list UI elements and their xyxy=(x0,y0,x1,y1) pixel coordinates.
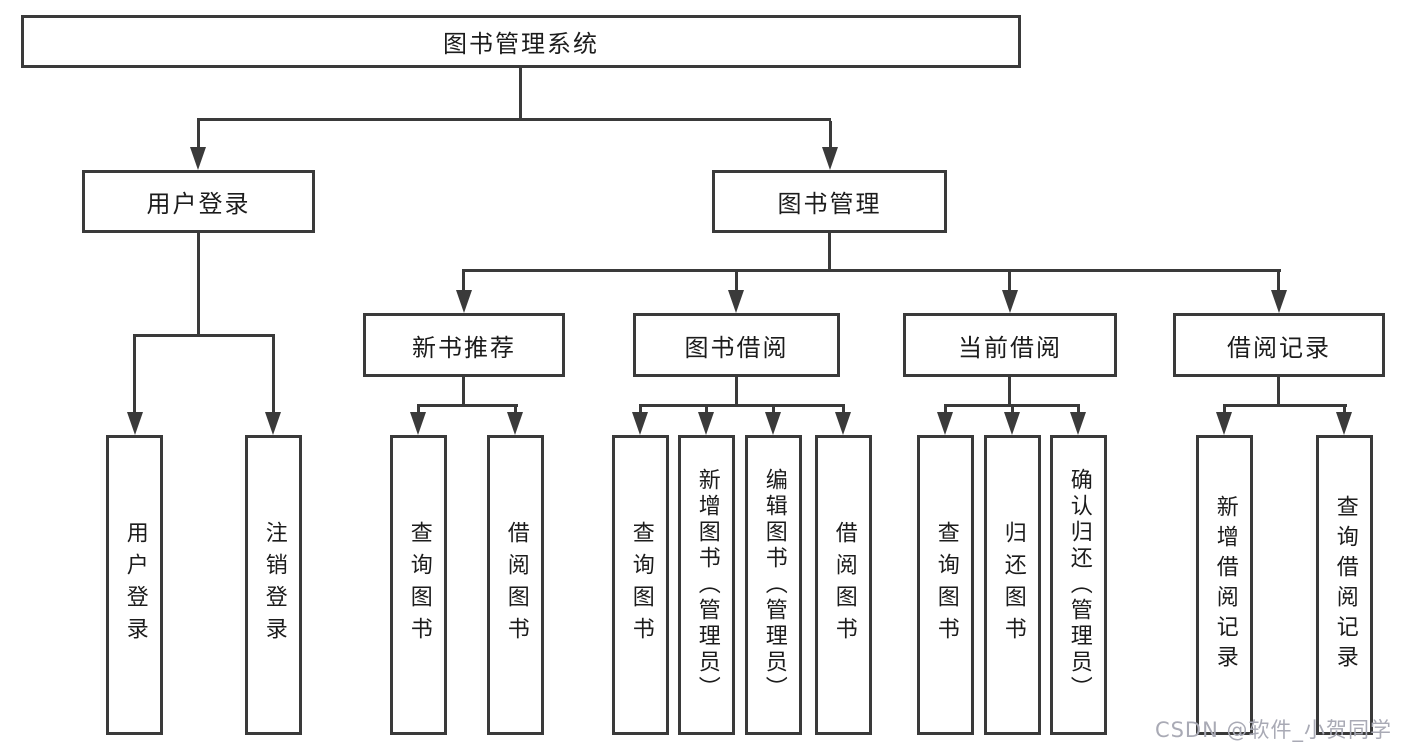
leaf-label: 编辑图书（管理员） xyxy=(761,468,787,702)
connector-vline xyxy=(842,404,845,414)
leaf-query-book-recommend: 查询图书 xyxy=(390,435,447,735)
connector-vline xyxy=(272,337,275,412)
connector-vline xyxy=(1277,272,1280,291)
arrow-down-icon xyxy=(1336,412,1352,435)
connector-vline xyxy=(1077,404,1080,414)
connector-vline xyxy=(417,404,420,414)
arrow-down-icon xyxy=(822,147,838,170)
connector-hline xyxy=(417,404,518,407)
arrow-down-icon xyxy=(456,290,472,313)
leaf-add-book-admin: 新增图书（管理员） xyxy=(678,435,735,735)
arrow-down-icon xyxy=(1004,412,1020,435)
connector-vline xyxy=(197,121,200,148)
leaf-label: 查询图书 xyxy=(628,521,654,649)
leaf-borrow-book: 借阅图书 xyxy=(815,435,872,735)
arrow-down-icon xyxy=(937,412,953,435)
arrow-down-icon xyxy=(127,412,143,435)
arrow-down-icon xyxy=(410,412,426,435)
connector-hline xyxy=(197,118,831,121)
connector-vline xyxy=(462,272,465,291)
arrow-down-icon xyxy=(190,147,206,170)
leaf-query-book-borrowing: 查询图书 xyxy=(612,435,669,735)
connector-vline xyxy=(829,121,832,148)
connector-hline xyxy=(1223,404,1347,407)
leaf-label: 借阅图书 xyxy=(831,521,857,649)
connector-vline xyxy=(828,233,831,272)
connector-vline xyxy=(735,377,738,407)
leaf-label: 新增图书（管理员） xyxy=(694,468,720,702)
connector-vline xyxy=(1008,272,1011,291)
leaf-query-borrow-record: 查询借阅记录 xyxy=(1316,435,1373,735)
arrow-down-icon xyxy=(1271,290,1287,313)
node-user-login: 用户登录 xyxy=(82,170,315,233)
connector-vline xyxy=(133,337,136,412)
leaf-label: 确认归还（管理员） xyxy=(1066,468,1092,702)
leaf-label: 注销登录 xyxy=(261,521,287,649)
arrow-down-icon xyxy=(698,412,714,435)
connector-hline xyxy=(462,269,1281,272)
arrow-down-icon xyxy=(1002,290,1018,313)
connector-vline xyxy=(514,404,517,414)
node-book-borrowing: 图书借阅 xyxy=(633,313,840,377)
leaf-edit-book-admin: 编辑图书（管理员） xyxy=(745,435,802,735)
node-root-system: 图书管理系统 xyxy=(21,15,1021,68)
leaf-label: 借阅图书 xyxy=(503,521,529,649)
leaf-query-book-current: 查询图书 xyxy=(917,435,974,735)
leaf-label: 新增借阅记录 xyxy=(1212,495,1238,675)
connector-vline xyxy=(735,272,738,291)
connector-vline xyxy=(1008,377,1011,407)
connector-vline xyxy=(639,404,642,414)
connector-vline xyxy=(772,404,775,414)
leaf-label: 查询借阅记录 xyxy=(1332,495,1358,675)
arrow-down-icon xyxy=(728,290,744,313)
arrow-down-icon xyxy=(507,412,523,435)
connector-vline xyxy=(462,377,465,407)
node-borrow-records: 借阅记录 xyxy=(1173,313,1385,377)
connector-vline xyxy=(944,404,947,414)
arrow-down-icon xyxy=(765,412,781,435)
arrow-down-icon xyxy=(835,412,851,435)
leaf-confirm-return-admin: 确认归还（管理员） xyxy=(1050,435,1107,735)
leaf-label: 查询图书 xyxy=(933,521,959,649)
arrow-down-icon xyxy=(1216,412,1232,435)
connector-vline xyxy=(1343,404,1346,414)
connector-hline xyxy=(133,334,275,337)
leaf-return-book: 归还图书 xyxy=(984,435,1041,735)
arrow-down-icon xyxy=(632,412,648,435)
leaf-label: 查询图书 xyxy=(406,521,432,649)
csdn-watermark: CSDN @软件_小贺同学 xyxy=(1154,718,1392,742)
leaf-logout: 注销登录 xyxy=(245,435,302,735)
connector-vline xyxy=(705,404,708,414)
leaf-user-login: 用户登录 xyxy=(106,435,163,735)
node-current-borrowing: 当前借阅 xyxy=(903,313,1117,377)
connector-vline xyxy=(1223,404,1226,414)
leaf-add-borrow-record: 新增借阅记录 xyxy=(1196,435,1253,735)
arrow-down-icon xyxy=(265,412,281,435)
leaf-label: 用户登录 xyxy=(122,521,148,649)
connector-vline xyxy=(1277,377,1280,407)
leaf-borrow-book-recommend: 借阅图书 xyxy=(487,435,544,735)
node-book-management: 图书管理 xyxy=(712,170,947,233)
connector-hline xyxy=(639,404,845,407)
connector-vline xyxy=(519,68,522,121)
node-new-book-recommend: 新书推荐 xyxy=(363,313,565,377)
leaf-label: 归还图书 xyxy=(1000,521,1026,649)
connector-vline xyxy=(197,233,200,337)
connector-vline xyxy=(1011,404,1014,414)
arrow-down-icon xyxy=(1070,412,1086,435)
